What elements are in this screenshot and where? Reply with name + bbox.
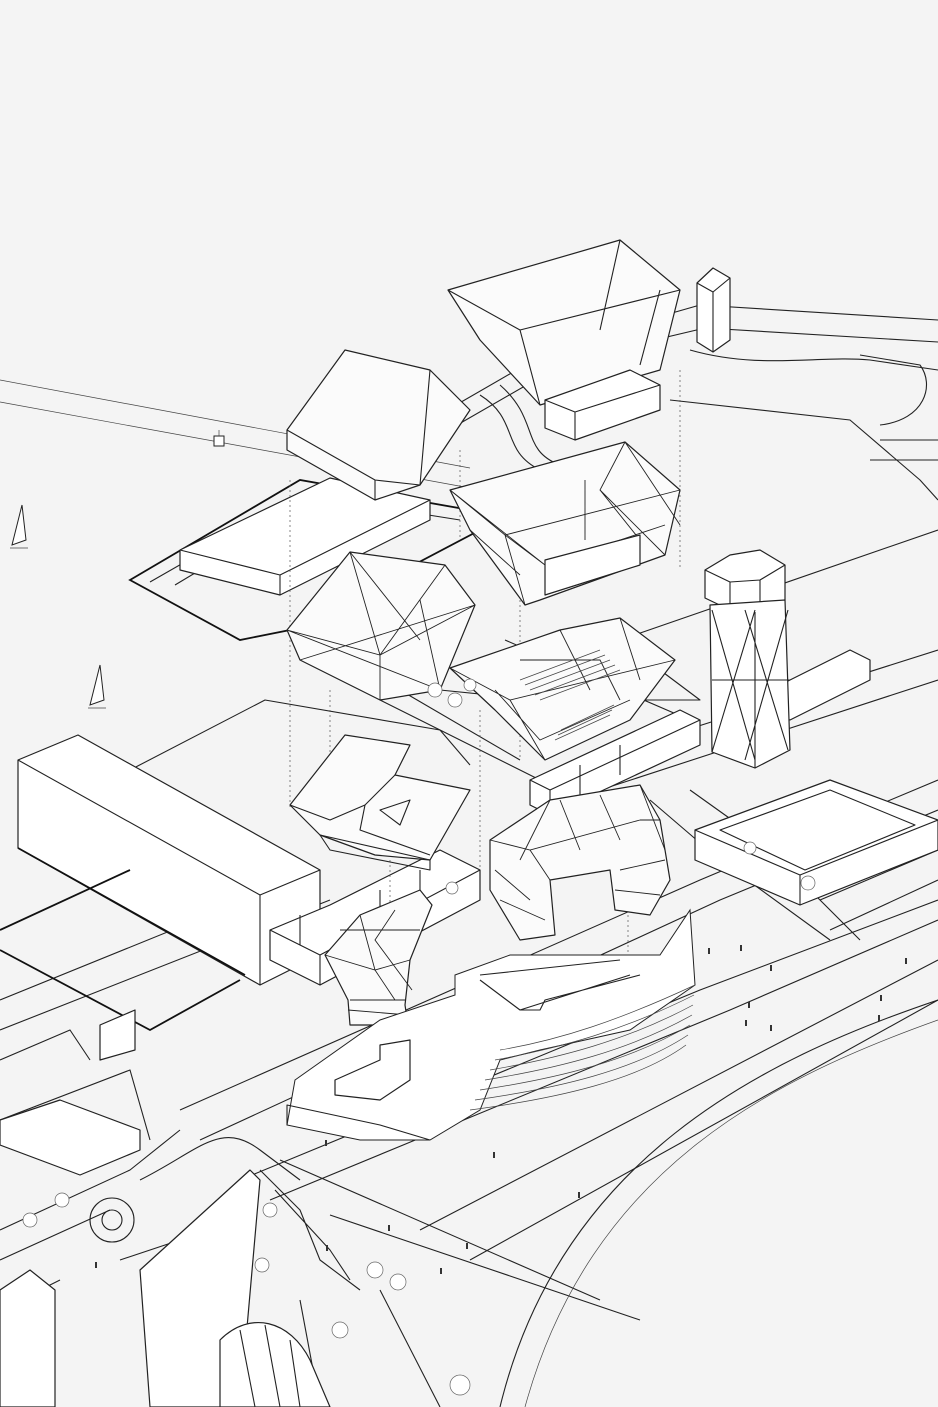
upper-lawn-edge <box>669 399 938 501</box>
rail-row <box>529 709 701 816</box>
shell-inner-block <box>334 1039 411 1101</box>
trees <box>22 678 816 1396</box>
floating-volume-amphitheatre <box>449 617 676 761</box>
waterfront-promenade <box>0 779 938 1201</box>
floating-volume-faceted-box <box>449 441 681 606</box>
floating-volume-faceted-cube <box>286 551 476 701</box>
beach-curve <box>499 999 938 1407</box>
roundabout <box>89 1197 135 1243</box>
top-right-lower-box <box>544 369 661 441</box>
floating-volume-slab <box>289 734 471 871</box>
water-tower <box>704 549 791 769</box>
bottom-terrace-block <box>99 1009 136 1061</box>
sailboat-1 <box>10 504 28 549</box>
cable-car-cabin <box>213 430 225 447</box>
shell-building <box>219 1322 331 1407</box>
plaza-slab <box>0 869 241 1032</box>
lower-left-building-2 <box>0 1269 56 1407</box>
right-courtyard-block <box>694 779 938 906</box>
sailboat-2 <box>88 664 106 709</box>
lower-left-road <box>0 1129 301 1261</box>
floating-volume-column <box>324 889 433 1026</box>
people <box>95 945 907 1274</box>
upper-park-path <box>479 349 938 471</box>
floating-volume-top-right <box>447 239 681 441</box>
floating-volume-top-left <box>286 349 471 501</box>
waterfront-shell-building <box>286 908 696 1141</box>
floating-volume-arch <box>489 784 671 941</box>
ground-buildings <box>0 267 938 1407</box>
lower-left-building <box>0 1099 141 1176</box>
